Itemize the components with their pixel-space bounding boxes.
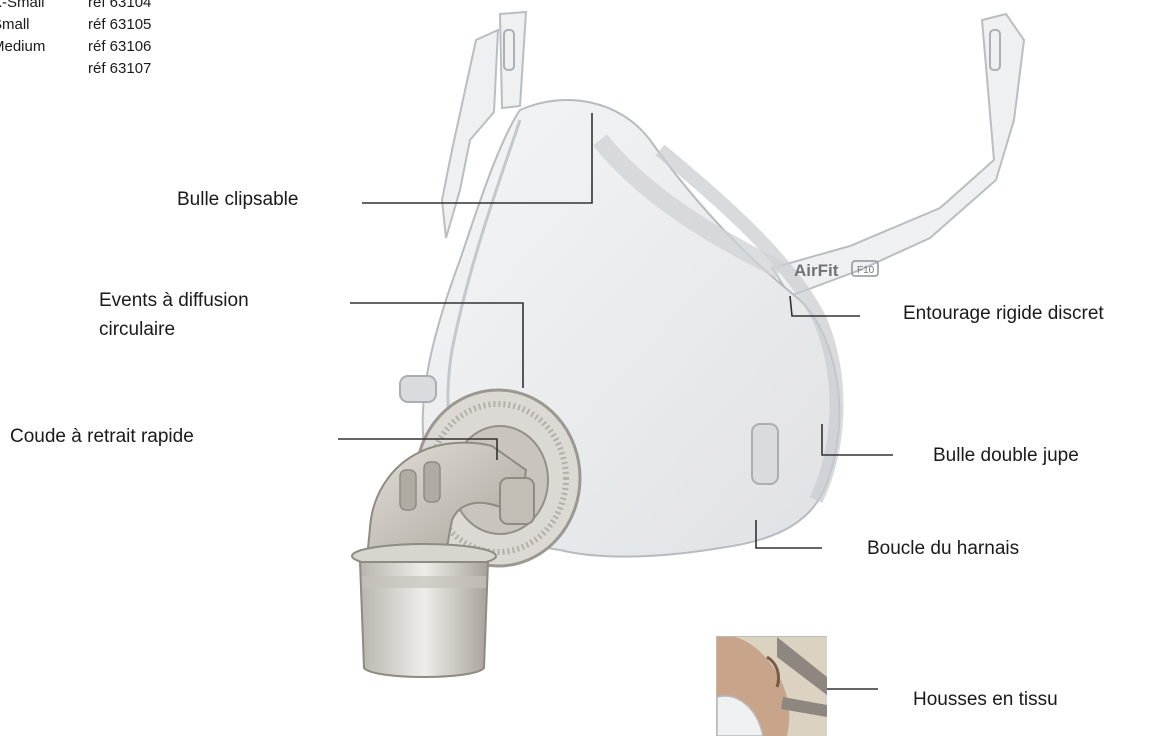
strap-slot <box>504 30 1000 70</box>
fabric-cover-inset-photo <box>716 636 827 736</box>
label-events-line1: Events à diffusion <box>99 289 249 313</box>
label-coude: Coude à retrait rapide <box>10 425 194 449</box>
label-housses: Housses en tissu <box>913 688 1058 712</box>
label-events-line2: circulaire <box>99 318 175 342</box>
swivel-band <box>362 576 486 588</box>
brand-name: AirFit <box>794 261 839 280</box>
model-name: F10 <box>857 265 875 276</box>
elbow-release-button <box>500 478 534 524</box>
label-bulle-clipsable: Bulle clipsable <box>177 188 298 212</box>
label-boucle: Boucle du harnais <box>867 537 1019 561</box>
label-entourage: Entourage rigide discret <box>903 302 1104 326</box>
label-bulle-double: Bulle double jupe <box>933 444 1079 468</box>
